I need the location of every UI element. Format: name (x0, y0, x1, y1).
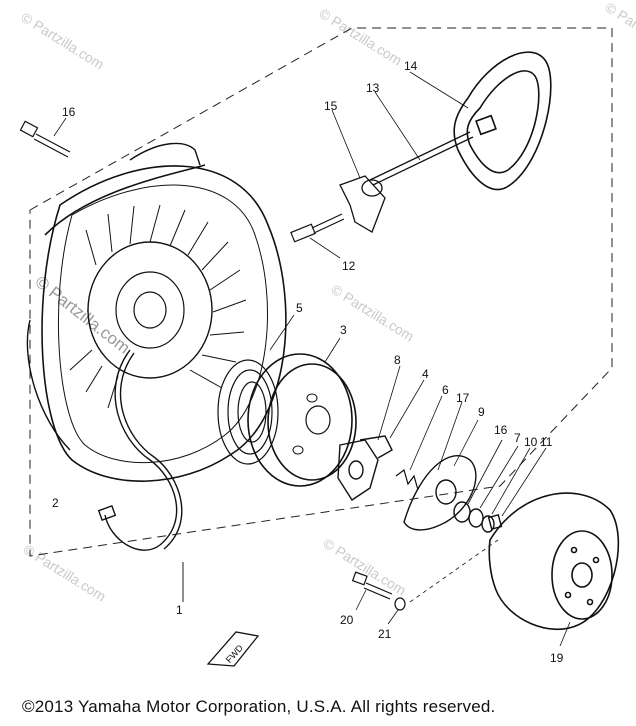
watermark: © Partzilla.com (602, 0, 636, 63)
callout-20: 20 (340, 613, 354, 627)
fwd-arrow-icon: FWD (206, 631, 260, 667)
callout-12: 12 (342, 259, 356, 273)
callout-14: 14 (404, 59, 418, 73)
friction-plate-9 (403, 455, 477, 531)
fwd-label: FWD (224, 642, 245, 664)
rope-guide-15 (339, 175, 386, 233)
watermark-prominent: © Partzilla.com (32, 272, 134, 358)
leaders-20-21 (355, 589, 399, 625)
watermark: © Partzilla.com (20, 541, 108, 605)
callout-21: 21 (378, 627, 392, 641)
callout-6: 6 (442, 383, 449, 397)
starter-rope-13 (369, 131, 474, 186)
bolt-20 (351, 571, 393, 600)
watermark: © Partzilla.com (320, 535, 408, 599)
callout-8: 8 (394, 353, 401, 367)
washers-and-nut (453, 501, 503, 533)
callout-7: 7 (514, 431, 521, 445)
leaders-12-15 (309, 71, 469, 259)
callout-5: 5 (296, 301, 303, 315)
watermark: © Partzilla.com (316, 5, 404, 69)
callout-15: 15 (324, 99, 338, 113)
callout-11: 11 (540, 435, 553, 449)
callout-17: 17 (456, 391, 470, 405)
leader-18 (53, 117, 67, 137)
leaders-4-8 (377, 365, 425, 441)
fan-fins (69, 204, 247, 409)
watermark: © Partzilla.com (18, 9, 106, 73)
leader-19 (559, 621, 571, 647)
housing-cable (97, 349, 183, 551)
starter-handle-14 (453, 51, 552, 191)
leaders-3-5 (269, 314, 341, 363)
callout-1: 1 (176, 603, 183, 617)
callout-labels: 1 2 3 4 5 6 7 8 9 10 11 12 13 14 15 16 1… (52, 59, 564, 665)
watermark-layer: © Partzilla.com © Partzilla.com © Partzi… (18, 0, 636, 605)
leaders-7-10-11-16 (467, 439, 547, 517)
callout-10: 10 (524, 435, 538, 449)
sheave-drum-3 (247, 353, 357, 487)
callout-2: 2 (52, 496, 59, 510)
callout-3: 3 (340, 323, 347, 337)
friction-spring-6 (395, 468, 419, 491)
washer-21 (394, 597, 406, 611)
fan-housing (26, 142, 287, 482)
starter-pulley-19 (488, 492, 620, 630)
callout-16: 16 (494, 423, 508, 437)
pin-12 (290, 213, 345, 243)
callout-9: 9 (478, 405, 485, 419)
assembly-boundary (29, 27, 613, 557)
leaders-6-9-17 (409, 395, 479, 471)
rewind-spring-5 (217, 359, 279, 465)
bolt-18 (19, 120, 71, 158)
dashed-link (409, 539, 499, 603)
callout-13: 13 (366, 81, 380, 95)
callout-19: 19 (550, 651, 564, 665)
copyright-notice: ©2013 Yamaha Motor Corporation, U.S.A. A… (22, 697, 496, 716)
callout-4: 4 (422, 367, 429, 381)
callout-16-bolt: 16 (62, 105, 76, 119)
drive-pawl-8 (337, 435, 393, 501)
